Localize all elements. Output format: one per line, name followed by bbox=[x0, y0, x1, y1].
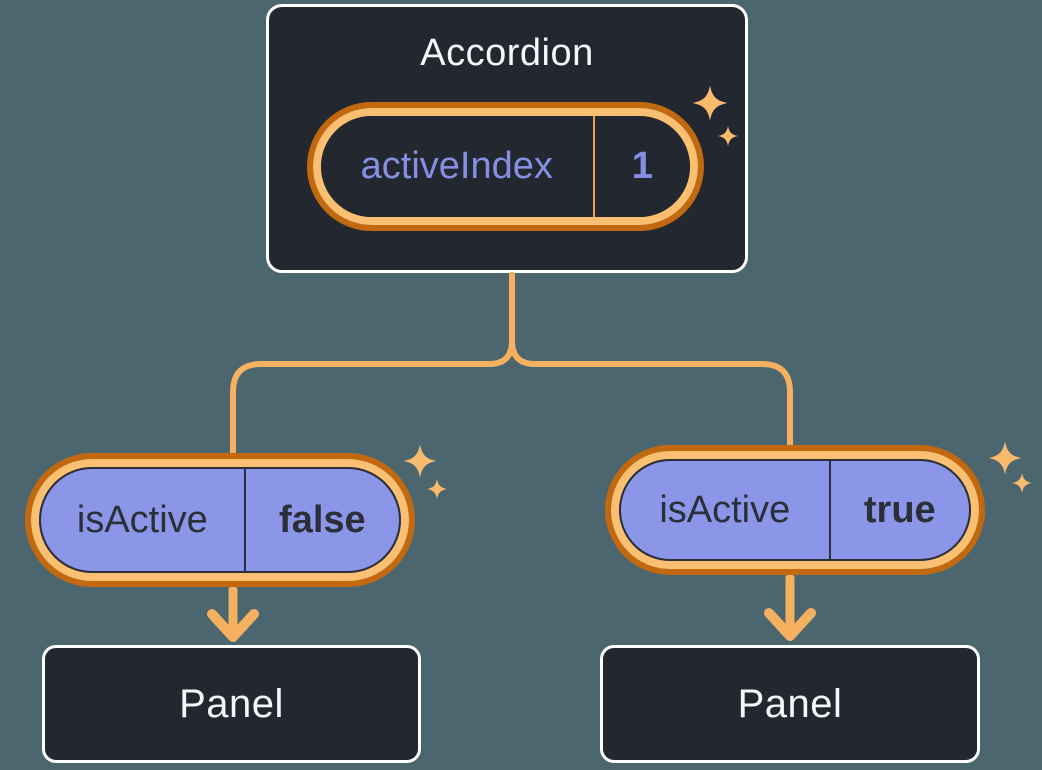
sparkle-icon bbox=[1012, 473, 1032, 493]
arrow-down-icon bbox=[207, 585, 259, 642]
pill-divider bbox=[243, 469, 246, 571]
state-value: 1 bbox=[631, 145, 653, 187]
panel-title: Panel bbox=[179, 681, 284, 726]
state-name: isActive bbox=[76, 498, 208, 541]
second-panel-node: Panel bbox=[600, 645, 980, 763]
pill-divider bbox=[828, 461, 831, 559]
pill-ring: isActive true bbox=[611, 451, 979, 569]
accordion-state-pill: activeIndex 1 bbox=[307, 102, 704, 231]
panel-title: Panel bbox=[737, 681, 843, 726]
sparkle-icon bbox=[403, 444, 437, 478]
state-value: false bbox=[279, 498, 366, 541]
state-name: isActive bbox=[659, 488, 791, 531]
state-name: activeIndex bbox=[360, 145, 553, 187]
first-panel-state-pill: isActive false bbox=[25, 453, 415, 587]
pill-divider bbox=[592, 116, 595, 217]
state-value: true bbox=[863, 488, 936, 531]
pill-ring: activeIndex 1 bbox=[313, 108, 698, 225]
second-panel-state-pill: isActive true bbox=[605, 445, 985, 575]
first-panel-node: Panel bbox=[42, 645, 421, 763]
arrow-down-icon bbox=[764, 573, 816, 641]
sparkle-icon bbox=[427, 479, 447, 499]
tree-connector bbox=[230, 272, 793, 458]
pill-ring: isActive false bbox=[31, 459, 409, 581]
sparkle-icon bbox=[988, 441, 1022, 475]
accordion-title: Accordion bbox=[420, 32, 594, 74]
